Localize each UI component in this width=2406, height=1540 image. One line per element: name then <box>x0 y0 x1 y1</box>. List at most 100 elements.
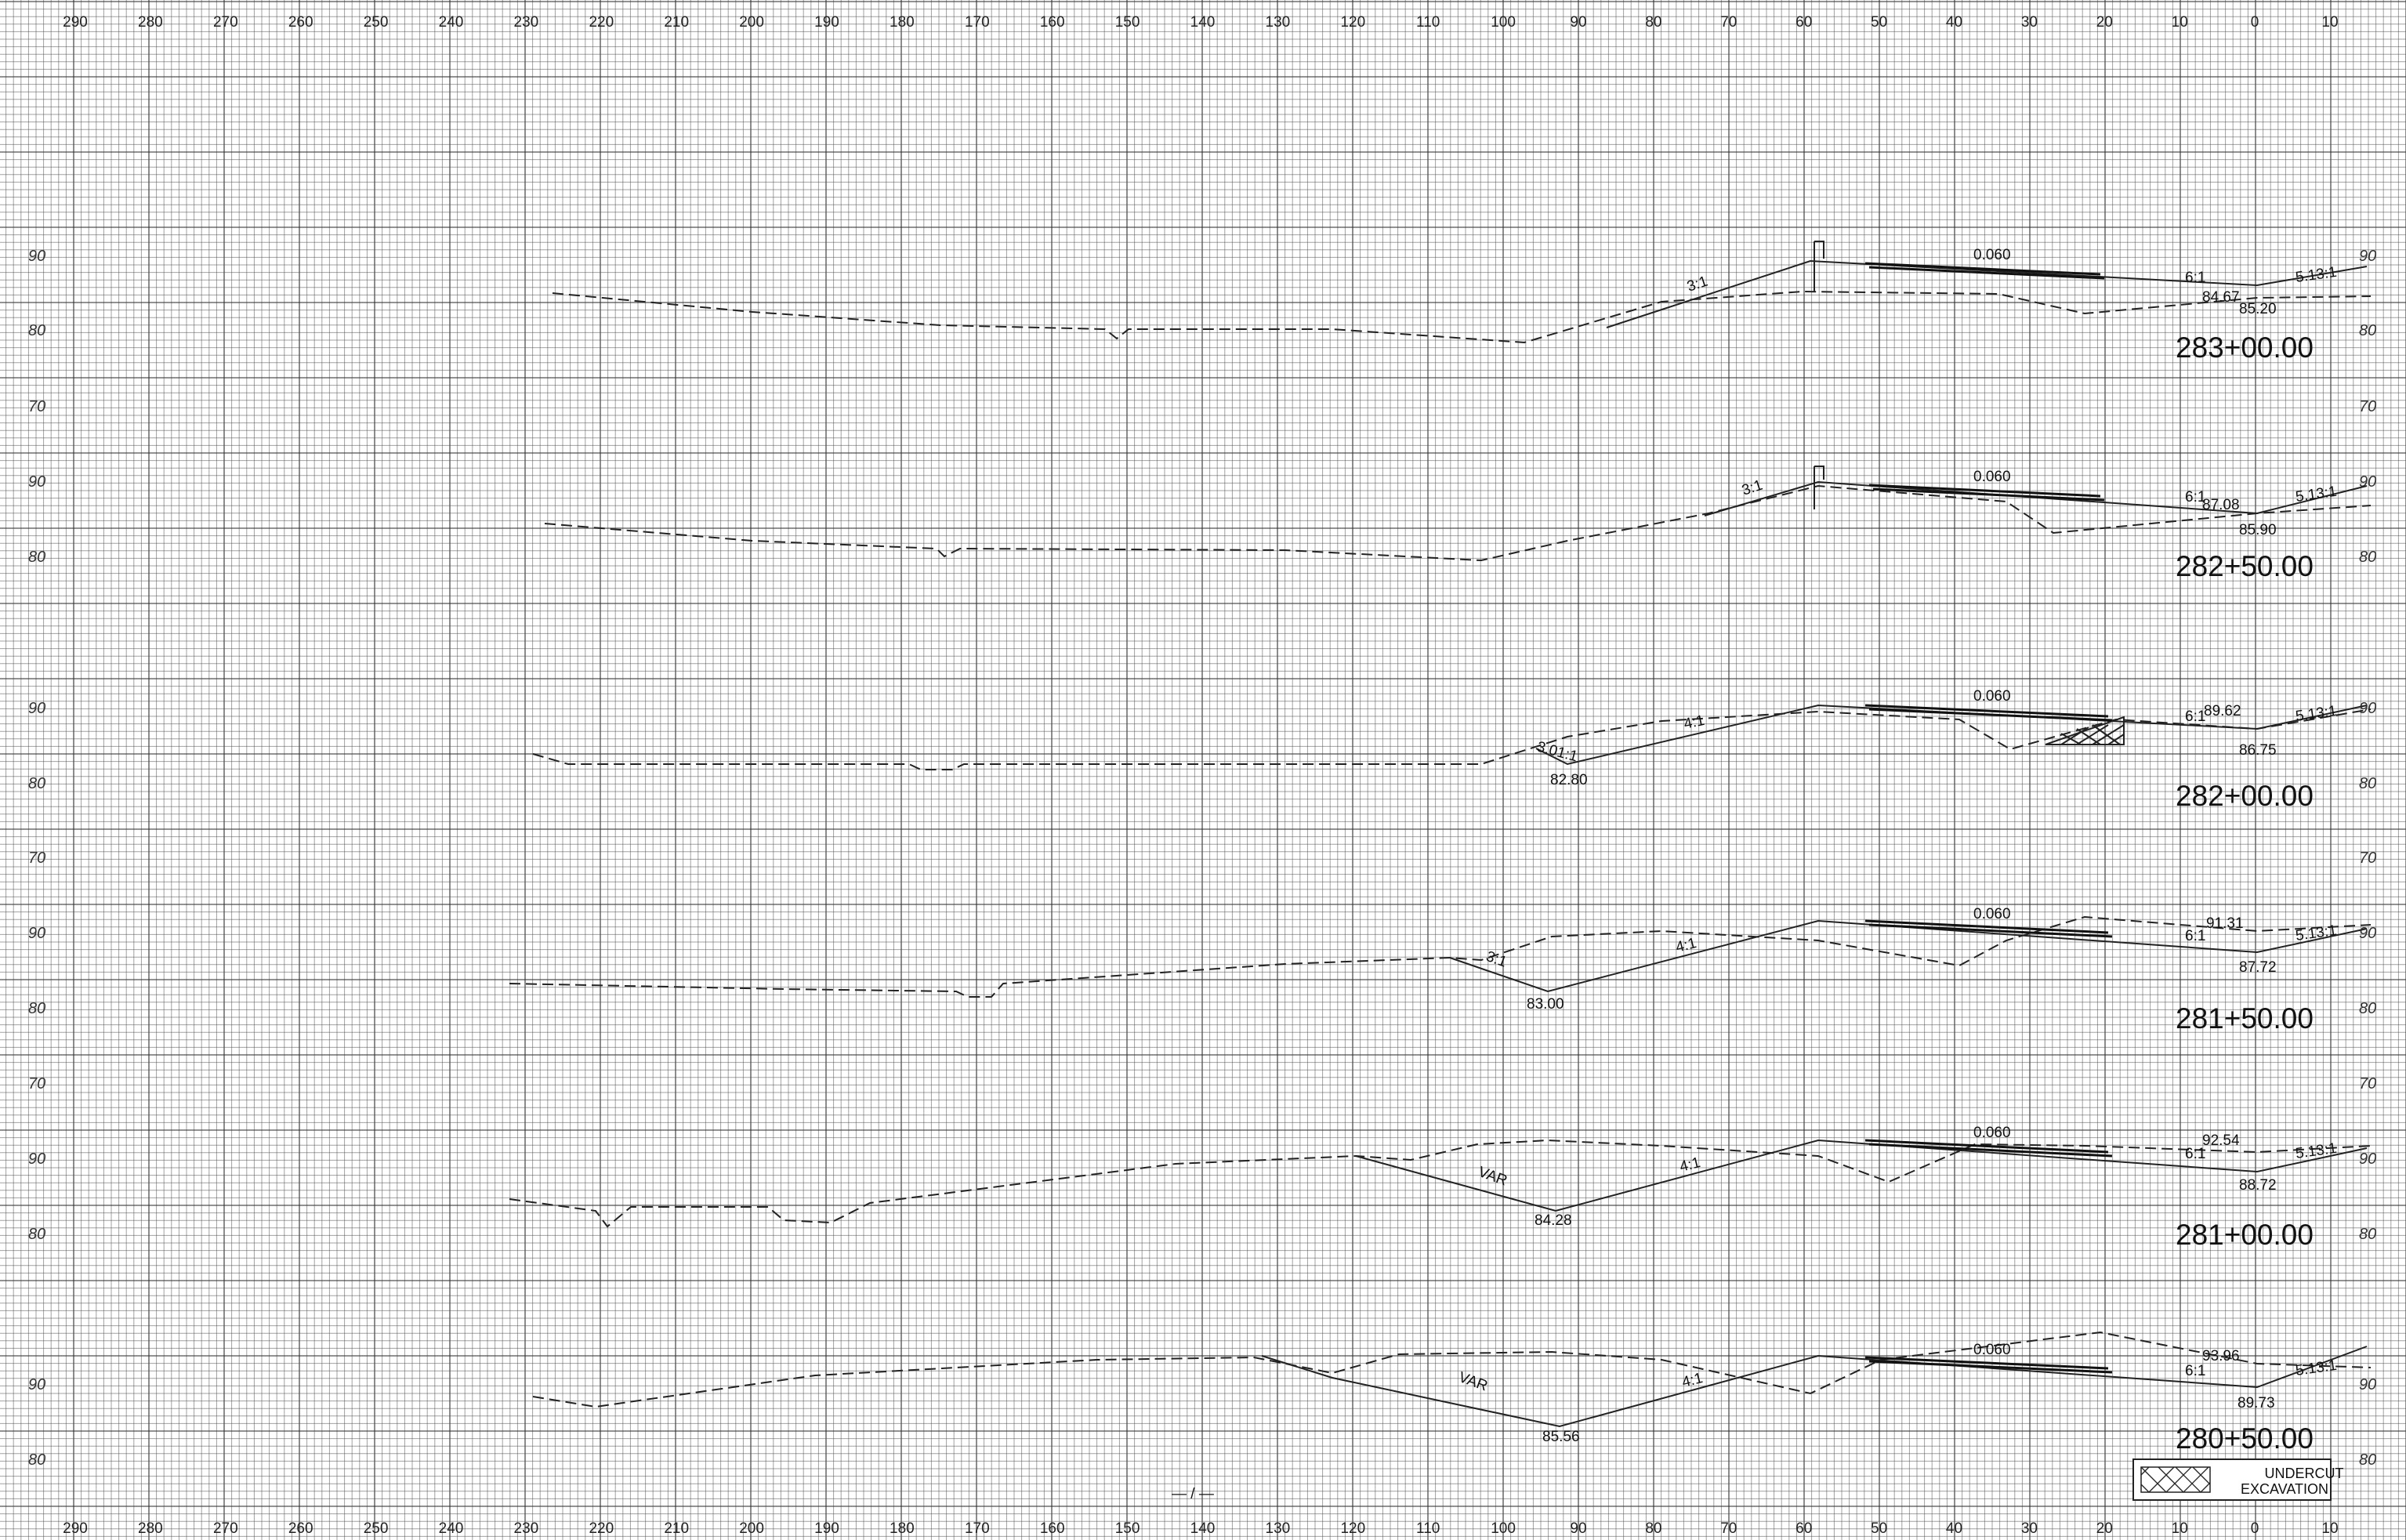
top-offset-tick-label: 180 <box>890 14 915 31</box>
bottom-offset-tick-label: 110 <box>1416 1520 1440 1537</box>
bottom-offset-tick-label: 250 <box>364 1520 389 1537</box>
station-label: 281+00.00 <box>2176 1219 2314 1251</box>
crown-slope-label: 0.060 <box>1973 247 2011 263</box>
legend-hatch-swatch <box>2140 1466 2211 1493</box>
bottom-offset-tick-label: 220 <box>589 1520 614 1537</box>
centerline-ground-elevation: 85.90 <box>2239 522 2277 538</box>
top-offset-tick-label: 170 <box>965 14 990 31</box>
cross-section-283-00: 0.060 6:1 5.13:1 3:1 84.67 85.20 283+00.… <box>552 241 2372 364</box>
cross-section-281-50: 0.060 6:1 5.13:1 4:1 3:1 83.00 91.31 87.… <box>509 906 2372 1035</box>
centerline-ground-elevation: 85.20 <box>2239 301 2277 317</box>
centerline-ground-elevation: 86.75 <box>2239 742 2277 759</box>
proposed-section-line <box>1261 1346 2368 1428</box>
elevation-label-right: 90 <box>2359 700 2376 717</box>
elevation-label-left: 80 <box>28 1000 45 1017</box>
top-offset-tick-label: 130 <box>1266 14 1291 31</box>
bottom-offset-tick-label: 120 <box>1340 1520 1365 1537</box>
proposed-section-line <box>1606 259 2368 328</box>
bottom-offset-tick-label: 0 <box>2251 1520 2259 1537</box>
station-label: 280+50.00 <box>2176 1422 2314 1455</box>
bottom-offset-tick-label: 200 <box>739 1520 764 1537</box>
elevation-label-left: 70 <box>28 1075 45 1092</box>
top-offset-tick-label: 220 <box>589 14 614 31</box>
shoulder-slope-label: 6:1 <box>2185 270 2205 286</box>
top-offset-tick-label: 60 <box>1795 14 1812 31</box>
legend-undercut-excavation: UNDERCUT EXCAVATION <box>2132 1458 2344 1501</box>
elevation-label-right: 80 <box>2359 775 2376 792</box>
guardrail-post <box>1814 466 1824 509</box>
bottom-offset-tick-label: 280 <box>138 1520 163 1537</box>
elevation-label-right: 80 <box>2359 1226 2376 1243</box>
elevation-label-right: 90 <box>2359 248 2376 265</box>
undercut-hatch <box>2060 724 2125 745</box>
existing-ground-line <box>509 915 2372 998</box>
crown-slope-label: 0.060 <box>1973 1342 2011 1358</box>
crown-slope-label: 0.060 <box>1973 469 2011 485</box>
elevation-label-right: 70 <box>2359 1075 2376 1092</box>
elevation-label-right: 80 <box>2359 1451 2376 1469</box>
bottom-offset-tick-label: 160 <box>1040 1520 1065 1537</box>
elevation-label-left: 70 <box>28 850 45 867</box>
cross-section-281-00: 0.060 6:1 5.13:1 4:1 VAR 84.28 92.54 88.… <box>509 1125 2372 1251</box>
top-offset-tick-label: 140 <box>1190 14 1216 31</box>
ditch-elevation: 83.00 <box>1527 996 1564 1013</box>
elevation-label-left: 90 <box>28 700 45 717</box>
bottom-offset-tick-label: 260 <box>288 1520 313 1537</box>
existing-ground-line <box>532 708 2372 770</box>
bottom-offset-tick-label: 240 <box>439 1520 464 1537</box>
elevation-label-left: 80 <box>28 1226 45 1243</box>
shoulder-slope-label: 6:1 <box>2185 1363 2205 1379</box>
crown-slope-label: 0.060 <box>1973 688 2011 705</box>
top-offset-tick-label: 250 <box>364 14 389 31</box>
top-offset-tick-label: 270 <box>213 14 238 31</box>
centerline-elevation: 93.96 <box>2202 1348 2240 1364</box>
ditch-elevation: 84.28 <box>1535 1212 1572 1229</box>
top-offset-tick-label: 150 <box>1115 14 1140 31</box>
top-offset-tick-label: 100 <box>1491 14 1516 31</box>
legend-text-line1: UNDERCUT <box>2265 1466 2344 1481</box>
bottom-offset-tick-label: 210 <box>664 1520 689 1537</box>
centerline-ground-elevation: 89.73 <box>2238 1395 2275 1411</box>
pavement-layer <box>1864 1139 2113 1158</box>
bottom-offset-tick-label: 50 <box>1871 1520 1887 1537</box>
shoulder-slope-label: 6:1 <box>2185 928 2205 944</box>
bottom-offset-tick-label: 150 <box>1115 1520 1140 1537</box>
top-offset-tick-label: 120 <box>1340 14 1365 31</box>
centerline-elevation: 91.31 <box>2206 915 2244 932</box>
elevation-label-left: 90 <box>28 248 45 265</box>
proposed-section-line <box>1355 1139 2368 1212</box>
top-offset-tick-label: 30 <box>2021 14 2038 31</box>
station-label: 282+50.00 <box>2176 550 2314 582</box>
existing-ground-line <box>552 290 2372 344</box>
elevation-label-left: 90 <box>28 1376 45 1393</box>
shoulder-slope-label: 6:1 <box>2185 708 2205 725</box>
proposed-section-line <box>1449 919 2368 993</box>
elevation-label-left: 80 <box>28 775 45 792</box>
elevation-label-right: 70 <box>2359 398 2376 415</box>
top-offset-tick-label: 50 <box>1871 14 1887 31</box>
elevation-label-left: 80 <box>28 549 45 566</box>
legend-text-line2: EXCAVATION <box>2241 1481 2328 1497</box>
top-offset-tick-label: 20 <box>2096 14 2113 31</box>
centerline-ground-elevation: 87.72 <box>2239 959 2277 976</box>
ditch-elevation: 85.56 <box>1542 1429 1580 1445</box>
bottom-offset-tick-label: 10 <box>2172 1520 2188 1537</box>
bottom-offset-tick-label: 170 <box>965 1520 990 1537</box>
top-offset-tick-label: 10 <box>2321 14 2338 31</box>
shoulder-slope-label: 6:1 <box>2185 1146 2205 1162</box>
shoulder-slope-label: 6:1 <box>2185 489 2205 505</box>
pavement-layer <box>1864 704 2113 722</box>
existing-ground-line <box>532 1331 2372 1408</box>
legend-hatch-pattern <box>2140 1466 2211 1493</box>
station-label: 282+00.00 <box>2176 780 2314 812</box>
bottom-offset-tick-label: 290 <box>63 1520 88 1537</box>
centerline-elevation: 92.54 <box>2202 1132 2240 1149</box>
bottom-offset-tick-label: 270 <box>213 1520 238 1537</box>
station-label: 283+00.00 <box>2176 332 2314 364</box>
top-offset-tick-label: 290 <box>63 14 88 31</box>
